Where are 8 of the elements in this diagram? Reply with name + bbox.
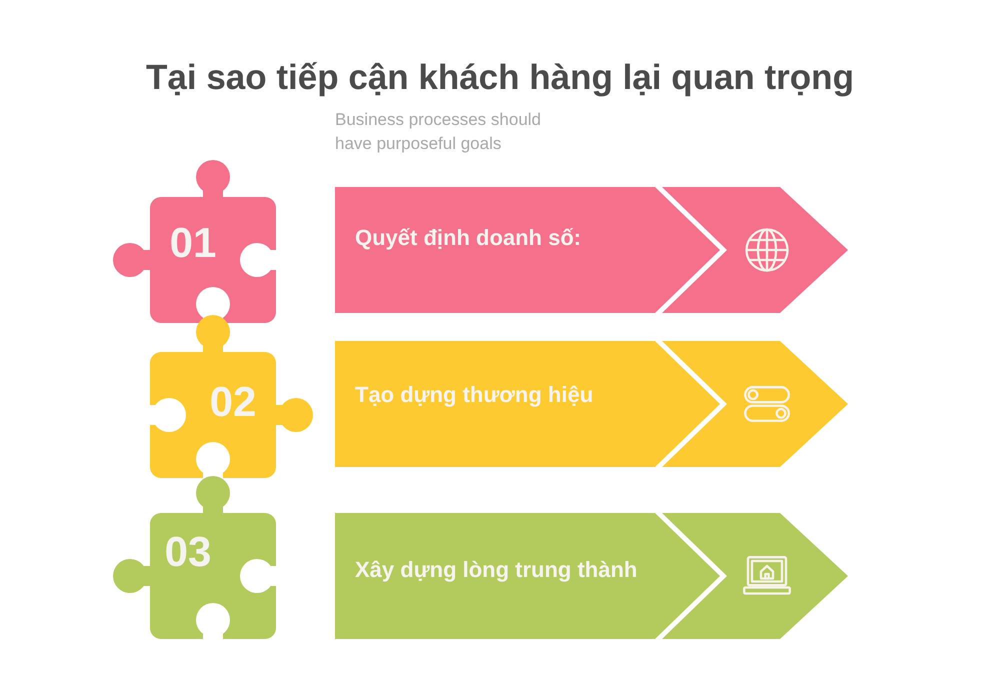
step-number: 03 <box>164 531 212 573</box>
banner-text: Xây dựng lòng trung thành <box>355 556 638 584</box>
banner-text: Quyết định doanh số: <box>355 224 582 252</box>
title: Tại sao tiếp cận khách hàng lại quan trọng <box>146 57 854 99</box>
faint-note: Business processes should have purposeful goals <box>335 109 542 155</box>
step-number: 02 <box>210 381 256 423</box>
step-number: 01 <box>170 222 216 264</box>
banner-text: Tạo dựng thương hiệu <box>355 382 594 408</box>
